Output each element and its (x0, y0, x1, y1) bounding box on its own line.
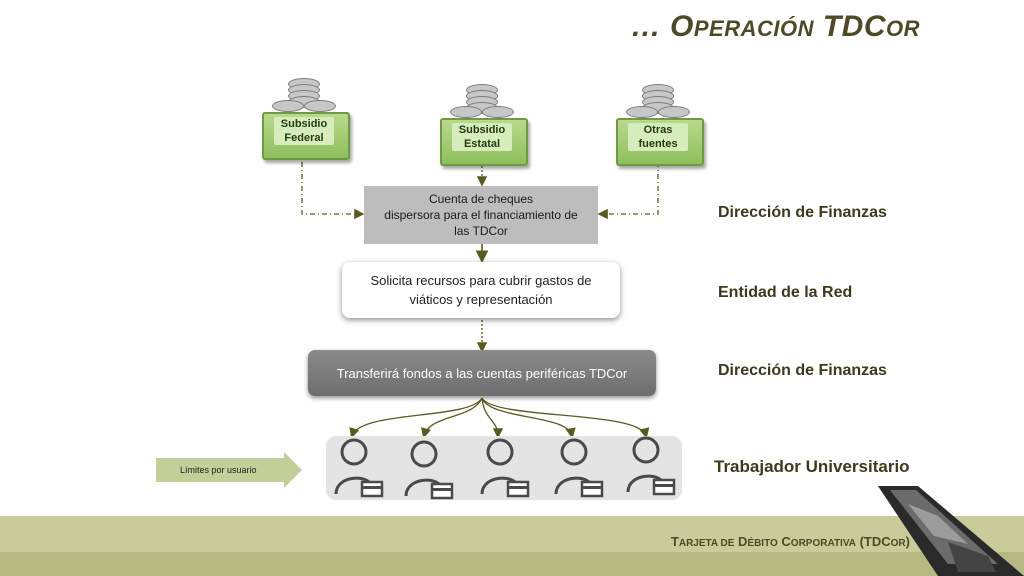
request-box: Solicita recursos para cubrir gastos de … (342, 262, 620, 318)
source-label-line1: Subsidio (280, 118, 328, 130)
account-line2: dispersora para el financiamiento de (384, 208, 578, 222)
source-label-line2: fuentes (638, 138, 678, 150)
account-line1: Cuenta de cheques (428, 192, 534, 206)
limits-arrow: Límites por usuario (156, 458, 284, 482)
users-panel (326, 436, 682, 500)
role-label-entidad: Entidad de la Red (718, 284, 853, 301)
arrow-right-icon (284, 452, 302, 488)
decorative-photo (878, 486, 1024, 576)
account-line3: las TDCor (454, 224, 508, 238)
role-label-finanzas-2: Dirección de Finanzas (718, 362, 887, 379)
transfer-label: Transferirá fondos a las cuentas perifér… (336, 365, 628, 381)
user-card-icon (404, 440, 454, 500)
limits-label: Límites por usuario (180, 465, 257, 475)
account-box: Cuenta de cheques dispersora para el fin… (364, 186, 598, 244)
role-label-trabajador: Trabajador Universitario (714, 457, 910, 476)
footer-band (0, 516, 1024, 552)
source-label-line1: Subsidio (458, 124, 506, 136)
user-card-icon (554, 438, 604, 498)
source-label-line1: Otras (643, 124, 673, 136)
footer-band-lower (0, 552, 1024, 576)
user-card-icon (334, 438, 384, 498)
source-label-line2: Estatal (463, 138, 501, 150)
user-card-icon (626, 436, 676, 496)
transfer-box: Transferirá fondos a las cuentas perifér… (308, 350, 656, 396)
request-line1: Solicita recursos para cubrir gastos de (370, 273, 592, 288)
source-label-line2: Federal (284, 132, 324, 144)
role-label-finanzas-1: Dirección de Finanzas (718, 204, 887, 221)
footer-title: TARJETA DE DÉBITO CORPORATIVA (TDCOR) (670, 534, 910, 549)
request-line2: viáticos y representación (409, 292, 553, 307)
source-otras: Otras fuentes (616, 76, 704, 168)
user-card-icon (480, 438, 530, 498)
page-title: … OPERACIÓN TDCOR (630, 10, 920, 43)
